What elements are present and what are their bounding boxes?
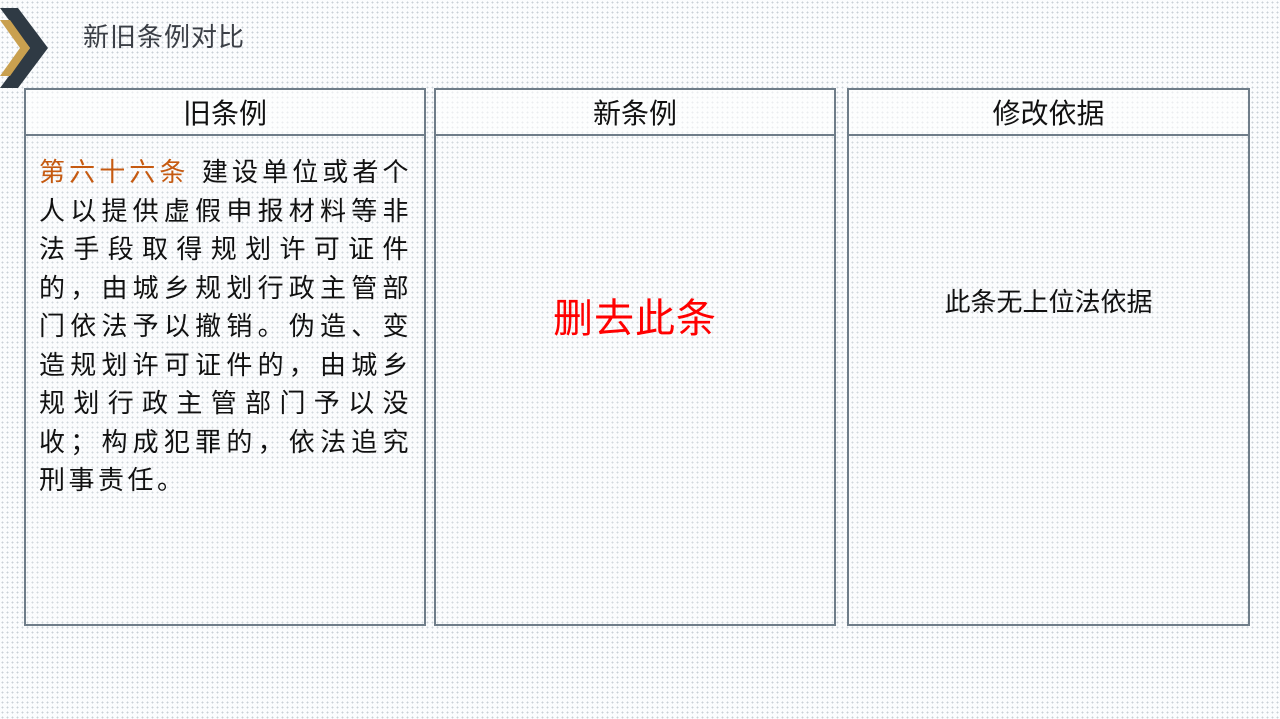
revision-basis-header: 修改依据 bbox=[849, 90, 1248, 136]
double-chevron-icon bbox=[0, 8, 48, 88]
old-regulation-header: 旧条例 bbox=[26, 90, 424, 136]
old-regulation-text: 第六十六条 建设单位或者个人以提供虚假申报材料等非法手段取得规划许可证件的，由城… bbox=[26, 136, 424, 501]
article-number: 第六十六条 bbox=[39, 158, 190, 188]
article-text: 建设单位或者个人以提供虚假申报材料等非法手段取得规划许可证件的，由城乡规划行政主… bbox=[39, 158, 412, 496]
new-regulation-header: 新条例 bbox=[436, 90, 834, 136]
deletion-notice: 删去此条 bbox=[553, 296, 717, 342]
revision-basis-text: 此条无上位法依据 bbox=[944, 288, 1153, 318]
page-title: 新旧条例对比 bbox=[83, 23, 246, 53]
revision-basis-column: 修改依据 此条无上位法依据 bbox=[847, 88, 1250, 626]
old-regulation-column: 旧条例 第六十六条 建设单位或者个人以提供虚假申报材料等非法手段取得规划许可证件… bbox=[24, 88, 426, 626]
new-regulation-column: 新条例 删去此条 bbox=[434, 88, 836, 626]
